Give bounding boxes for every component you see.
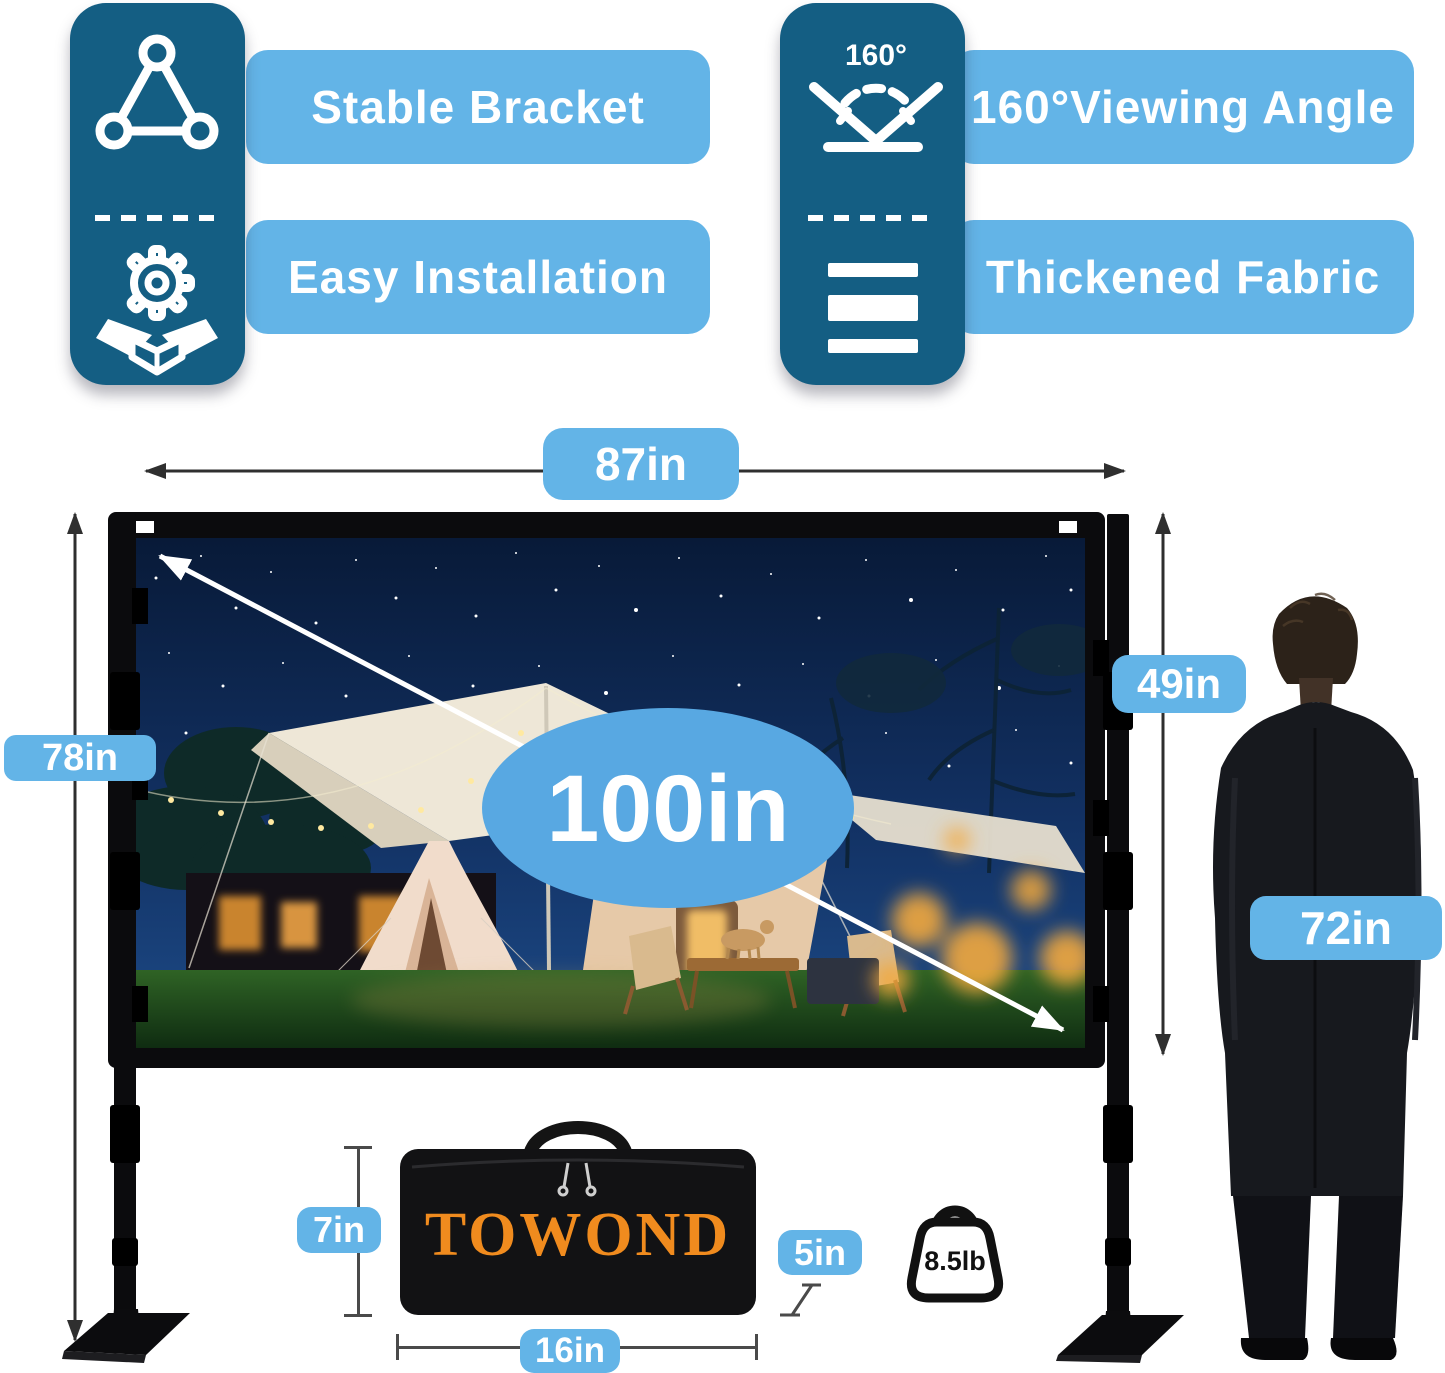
banner-easy-installation: Easy Installation: [246, 220, 710, 334]
pole-joint: [112, 1238, 138, 1266]
carry-bag: TOWOND: [400, 1121, 756, 1315]
bag-brand-label: TOWOND: [425, 1201, 731, 1269]
diagonal-size-ellipse: [482, 708, 854, 908]
total-height-dimension-arrow: [67, 512, 83, 1342]
weight-value-label: 8.5lb: [924, 1246, 986, 1276]
banner-stable-bracket-label: Stable Bracket: [311, 81, 645, 133]
bag-width-tick: [755, 1334, 758, 1360]
pole-joint: [1105, 1238, 1131, 1266]
diagonal-size-label: 100in: [547, 756, 790, 862]
viewing-angle-icon: 160°: [809, 39, 943, 152]
bag-height-value: 7in: [312, 1209, 365, 1250]
feature-card-right: 160°: [780, 3, 965, 385]
zipper-pulls: [557, 1162, 597, 1197]
banner-thickened-fabric-label: Thickened Fabric: [985, 251, 1381, 303]
pole-joint: [110, 672, 140, 730]
person-height-badge: 72in: [1250, 896, 1442, 960]
pole-joint: [1103, 852, 1133, 910]
bag-width-badge: 16in: [520, 1329, 620, 1373]
viewing-angle-degrees-label: 160°: [845, 39, 907, 72]
bag-handle: [523, 1121, 633, 1160]
stand-foot-left: [62, 1309, 190, 1363]
bag-width-value: 16in: [534, 1331, 606, 1370]
frame-bracket: [132, 588, 148, 624]
pole-joint: [1103, 1105, 1133, 1163]
total-height-badge: 78in: [4, 735, 156, 781]
screen-height-value: 49in: [1136, 660, 1222, 707]
screen-height-badge: 49in: [1112, 655, 1246, 713]
frame-bracket: [132, 986, 148, 1022]
person-height-value: 72in: [1299, 902, 1393, 954]
bag-height-tick: [344, 1314, 372, 1317]
screen-width-value: 87in: [594, 438, 688, 490]
frame-corner-tab: [1059, 521, 1077, 533]
gear-box-icon: [96, 245, 218, 376]
total-height-value: 78in: [41, 736, 119, 779]
frame-bracket: [1093, 986, 1109, 1022]
pole-joint: [110, 1105, 140, 1163]
fabric-layers-icon: [828, 263, 918, 353]
bag-width-tick: [396, 1334, 399, 1360]
banner-thickened-fabric: Thickened Fabric: [952, 220, 1414, 334]
projected-camping-scene: 100in: [131, 538, 1085, 1048]
triangle-link-icon: [95, 34, 219, 150]
frame-bracket: [1093, 640, 1109, 676]
banner-stable-bracket: Stable Bracket: [246, 50, 710, 164]
stand-pole-right: [1107, 514, 1129, 1316]
stand-foot-right: [1056, 1311, 1184, 1363]
bag-depth-value: 5in: [793, 1231, 846, 1273]
bag-depth-tick: [780, 1283, 821, 1317]
stand-pole-left: [114, 514, 136, 1316]
frame-corner-tab: [136, 521, 154, 533]
card-divider-dashes: [95, 215, 221, 221]
banner-viewing-angle-label: 160°Viewing Angle: [971, 81, 1395, 133]
screen-height-dimension-arrow: [1155, 512, 1171, 1056]
card-divider-dashes: [808, 215, 938, 221]
banner-viewing-angle: 160°Viewing Angle: [952, 50, 1414, 164]
bag-height-badge: 7in: [297, 1207, 381, 1253]
pole-joint: [110, 852, 140, 910]
feature-card-left: [70, 3, 245, 385]
bag-height-tick: [344, 1146, 372, 1149]
frame-bracket: [1093, 800, 1109, 836]
screen-width-badge: 87in: [543, 428, 739, 500]
bag-depth-badge: 5in: [778, 1230, 862, 1275]
banner-easy-installation-label: Easy Installation: [287, 251, 668, 303]
weight-icon: 8.5lb: [906, 1205, 1004, 1303]
